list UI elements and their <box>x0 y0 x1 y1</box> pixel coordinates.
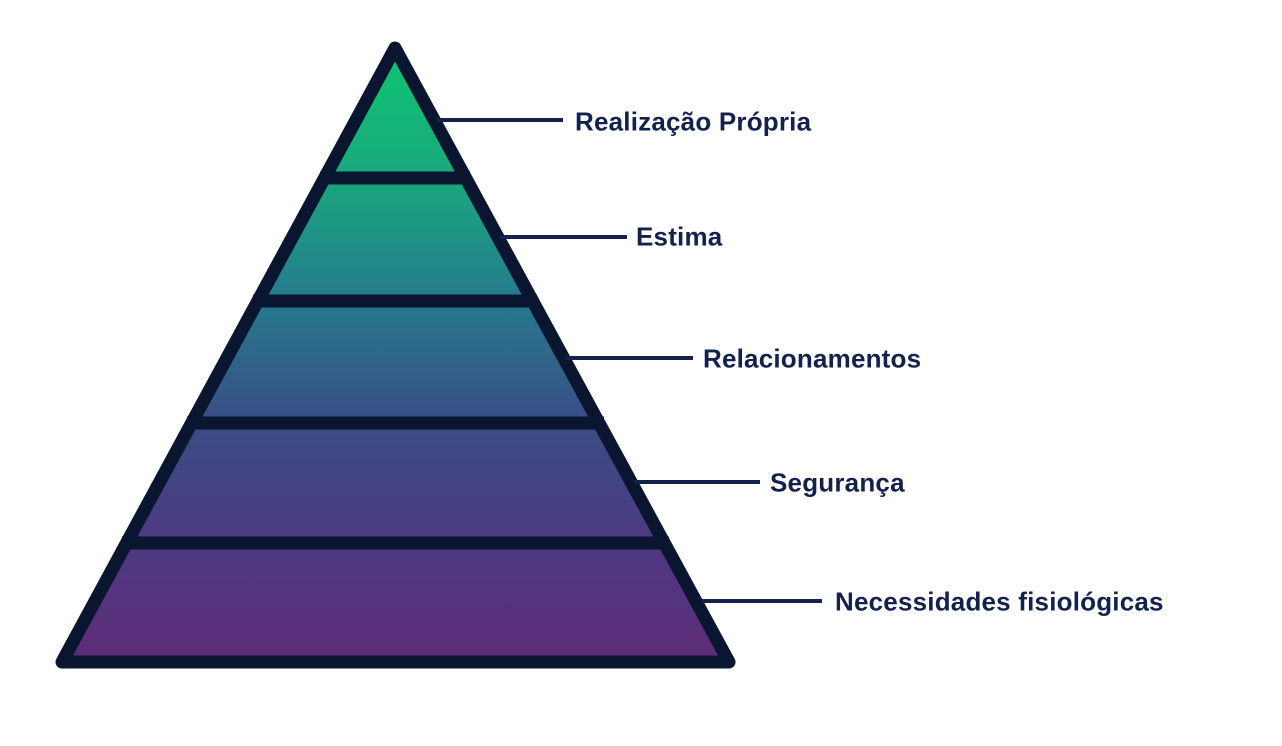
level-label-estima: Estima <box>636 221 723 252</box>
pyramid-body <box>55 41 736 669</box>
level-label-relacionamentos: Relacionamentos <box>703 343 922 374</box>
level-label-realizacao-propria: Realização Própria <box>575 106 812 137</box>
level-label-seguranca: Segurança <box>770 467 905 498</box>
level-label-necessidades-fisiologicas: Necessidades fisiológicas <box>835 586 1164 617</box>
